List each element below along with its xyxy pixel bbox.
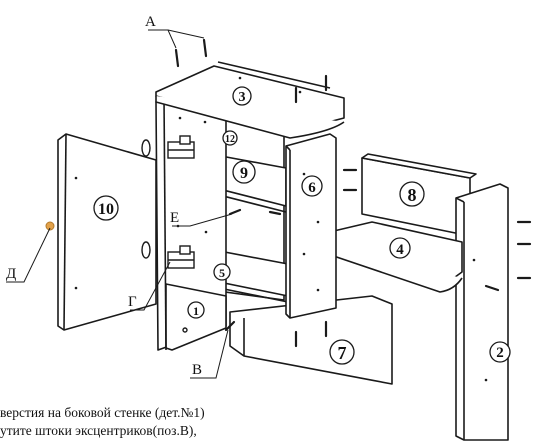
leader-a bbox=[148, 29, 177, 49]
panel-2 bbox=[455, 183, 509, 441]
badge-9 bbox=[232, 160, 256, 184]
part-4: 4 bbox=[396, 242, 404, 258]
door-cup-lower bbox=[141, 241, 151, 259]
screw-a2 bbox=[202, 38, 208, 58]
part-8: 8 bbox=[408, 185, 417, 205]
part-9: 9 bbox=[240, 165, 248, 182]
part-2: 2 bbox=[496, 345, 504, 361]
badge-4 bbox=[389, 237, 411, 259]
screw-a1 bbox=[174, 48, 180, 68]
part-10: 10 bbox=[98, 201, 114, 218]
label-a: А bbox=[145, 14, 156, 30]
badge-2 bbox=[489, 341, 511, 363]
door-knob bbox=[45, 221, 55, 231]
leader-v bbox=[190, 329, 229, 379]
part-12: 12 bbox=[225, 134, 235, 145]
label-e: Е bbox=[170, 210, 179, 226]
badge-10 bbox=[93, 195, 119, 221]
hinge-upper bbox=[167, 135, 195, 159]
part-1: 1 bbox=[193, 304, 199, 318]
part-7: 7 bbox=[338, 343, 347, 363]
hole bbox=[182, 327, 188, 333]
eccentric-e bbox=[228, 208, 242, 216]
leader-d bbox=[6, 227, 51, 283]
eccentric-e2 bbox=[268, 210, 282, 216]
badge-6 bbox=[301, 175, 323, 197]
label-v: В bbox=[192, 362, 202, 378]
hinge-lower bbox=[167, 245, 195, 269]
label-d: Д bbox=[6, 266, 16, 282]
part-5: 5 bbox=[219, 266, 225, 280]
badge-5 bbox=[213, 263, 231, 281]
part-3: 3 bbox=[239, 90, 246, 105]
badge-1 bbox=[187, 301, 205, 319]
leader-g bbox=[130, 261, 171, 311]
screw-2c bbox=[484, 284, 500, 292]
badge-8 bbox=[399, 181, 425, 207]
badge-7 bbox=[329, 339, 355, 365]
caption-line-2: утите штоки эксцентриков(поз.В), bbox=[0, 423, 197, 438]
stud-v bbox=[224, 320, 236, 332]
panel-6 bbox=[285, 133, 337, 319]
label-g: Г bbox=[128, 294, 137, 310]
door-10 bbox=[57, 133, 157, 331]
panel-7 bbox=[229, 295, 393, 385]
badge-12 bbox=[222, 130, 238, 146]
leader-e bbox=[172, 213, 233, 227]
part-6: 6 bbox=[308, 180, 316, 196]
caption-line-1: верстия на боковой стенке (дет.№1) bbox=[0, 405, 205, 420]
door-cup-upper bbox=[141, 139, 151, 157]
badge-3 bbox=[232, 86, 252, 106]
